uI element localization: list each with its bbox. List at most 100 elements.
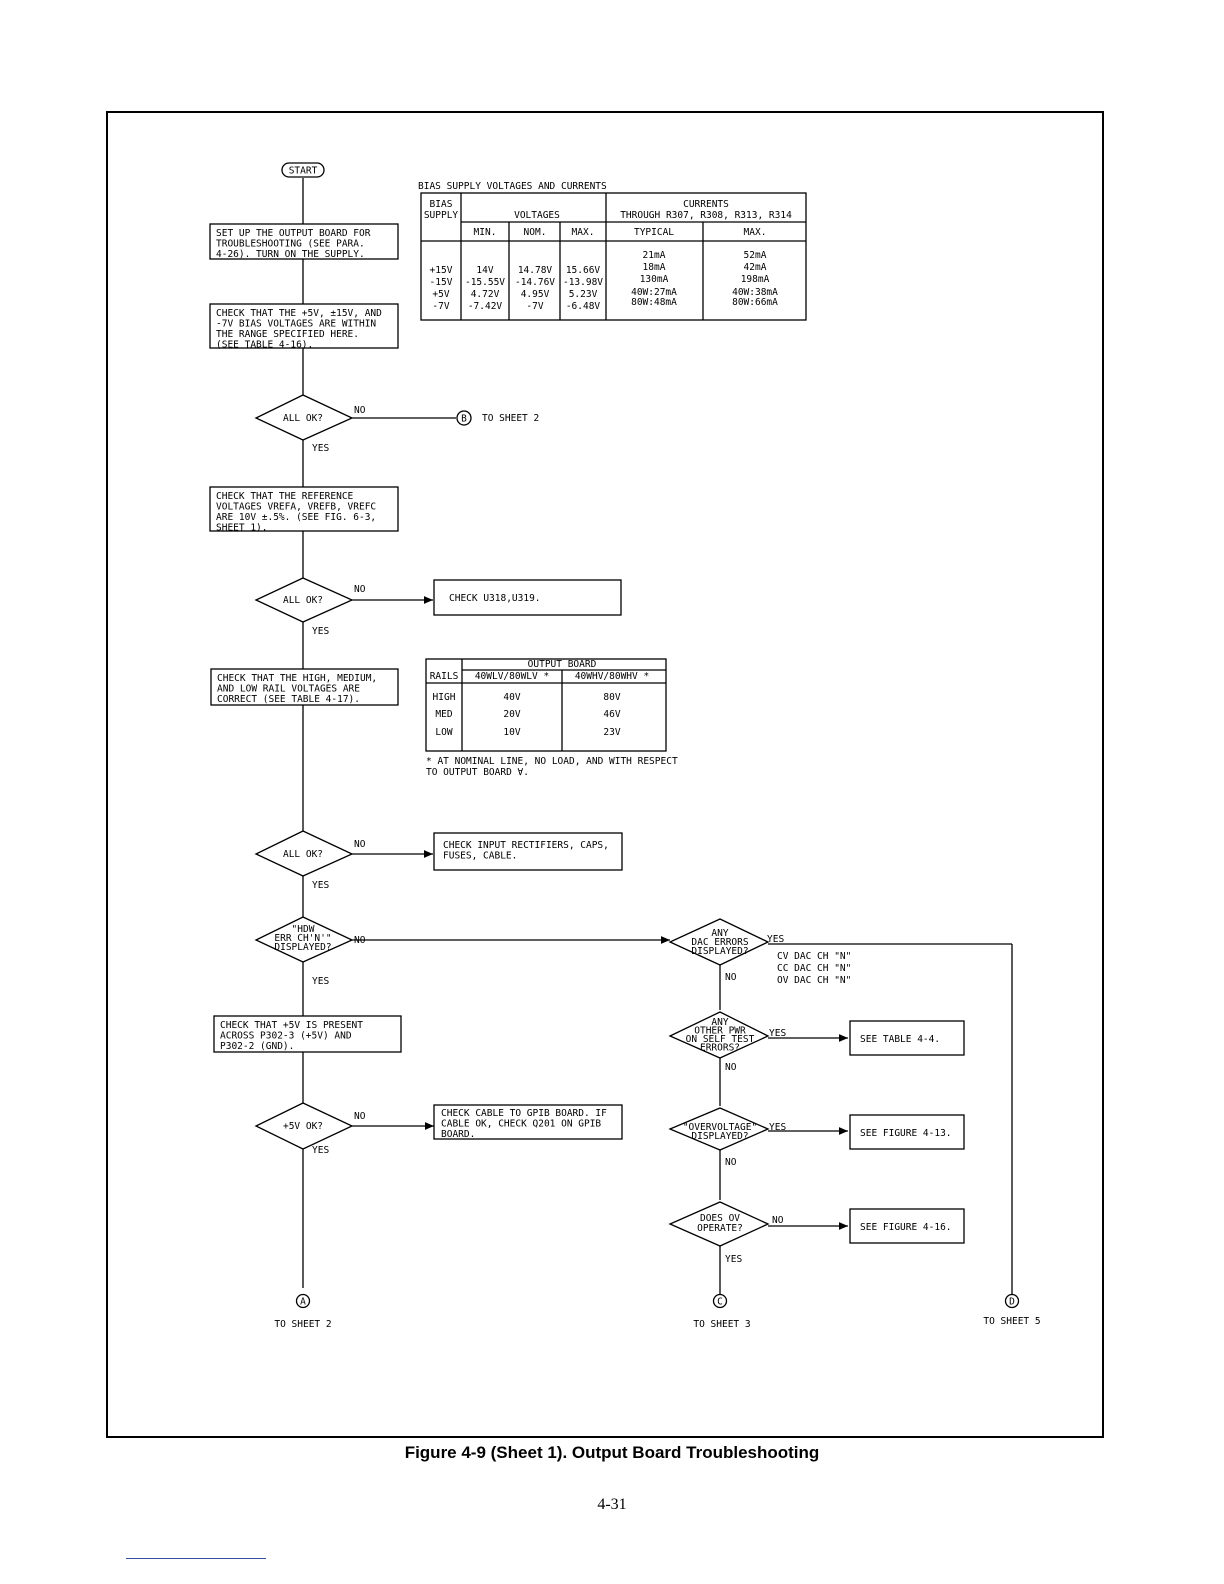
svg-text:BIAS SUPPLY VOLTAGES AND CURRE: BIAS SUPPLY VOLTAGES AND CURRENTS [418,181,607,192]
text-line: ARE 10V ±.5%. (SEE FIG. 6-3, [216,512,376,523]
text-line: CORRECT (SEE TABLE 4-17). [217,694,360,705]
text-line: CHECK THAT THE HIGH, MEDIUM, [217,673,377,684]
svg-text:B: B [461,414,467,425]
svg-text:18mA: 18mA [643,262,666,273]
see-figure-4-13-box: SEE FIGURE 4-13. [849,1114,965,1150]
svg-text:RAILS: RAILS [430,671,459,682]
start-terminal: START [281,162,325,178]
svg-text:40W:38mA: 40W:38mA [732,287,778,298]
svg-text:-7V: -7V [432,301,449,312]
svg-text:A: A [300,1297,306,1308]
decision-all-ok-3: ALL OK? [254,830,354,877]
svg-text:C: C [717,1297,723,1308]
connector-a: A TO SHEET 2 [274,1293,332,1330]
svg-text:23V: 23V [603,727,620,738]
text-line: "OVERVOLTAGE" [683,1122,757,1133]
text-line: P302-2 (GND). [220,1041,294,1052]
svg-text:ALL OK?: ALL OK? [283,413,323,424]
svg-text:80V: 80V [603,692,620,703]
svg-text:YES: YES [725,1254,742,1265]
rail-table-footnote: * AT NOMINAL LINE, NO LOAD, AND WITH RES… [426,756,678,778]
figure-caption: Figure 4-9 (Sheet 1). Output Board Troub… [404,1443,820,1462]
text-line: CV DAC CH "N" [777,951,851,962]
dac-error-list: CV DAC CH "N"CC DAC CH "N"OV DAC CH "N" [777,951,851,986]
step-check-bias-box: CHECK THAT THE +5V, ±15V, AND-7V BIAS VO… [209,303,399,351]
svg-text:52mA: 52mA [744,250,767,261]
svg-text:YES: YES [769,1122,786,1133]
svg-text:+15V: +15V [430,265,453,276]
text-line: ALL OK? [283,595,323,606]
svg-text:-6.48V: -6.48V [566,301,601,312]
svg-text:MIN.: MIN. [474,227,497,238]
svg-text:SEE TABLE 4-4.: SEE TABLE 4-4. [860,1034,940,1045]
text-line: OPERATE? [697,1223,743,1234]
svg-text:80W:48mA: 80W:48mA [631,297,677,308]
text-line: DOES OV [700,1213,740,1224]
text-line: CHECK THAT THE +5V, ±15V, AND [216,308,382,319]
svg-text:MAX.: MAX. [744,227,767,238]
svg-text:NO: NO [354,935,366,946]
step-check-rect-box: CHECK INPUT RECTIFIERS, CAPS,FUSES, CABL… [433,832,623,871]
svg-text:CV DAC CH "N"CC DAC CH "N"OV D: CV DAC CH "N"CC DAC CH "N"OV DAC CH "N" [777,951,851,986]
text-line: BOARD. [441,1129,475,1140]
svg-text:YES: YES [767,934,784,945]
text-line: AND LOW RAIL VOLTAGES ARE [217,684,360,695]
rail-voltage-table: OUTPUT BOARD RAILS 40WLV/80WLV * 40WHV/8… [425,658,678,778]
svg-text:+5V OK?: +5V OK? [283,1121,323,1132]
svg-text:-7.42V: -7.42V [468,301,503,312]
text-line: OTHER PWR [694,1026,746,1037]
branch-labels: NO YES NO YES NO YES NO YES NO YES YES N… [312,405,786,1265]
svg-text:5.23V: 5.23V [569,289,598,300]
svg-text:TO SHEET 3: TO SHEET 3 [693,1319,750,1330]
text-line: TROUBLESHOOTING (SEE PARA. [216,239,365,250]
text-line: DISPLAYED? [691,946,748,957]
text-line: SHEET 1). [216,523,267,534]
text-line: ALL OK? [283,849,323,860]
svg-text:40WLV/80WLV *: 40WLV/80WLV * [475,671,549,682]
svg-text:40WHV/80WHV *: 40WHV/80WHV * [575,671,649,682]
text-line: CC DAC CH "N" [777,963,851,974]
svg-text:40W:27mA: 40W:27mA [631,287,677,298]
svg-text:SEE FIGURE 4-13.: SEE FIGURE 4-13. [860,1128,952,1139]
text-line: TO OUTPUT BOARD ∀. [426,767,529,778]
svg-text:20V: 20V [503,709,520,720]
svg-text:ALL OK?: ALL OK? [283,595,323,606]
svg-text:4.72V: 4.72V [471,289,500,300]
step-check-bias-text: CHECK THAT THE +5V, ±15V, AND-7V BIAS VO… [216,308,382,351]
text-line: THROUGH R307, R308, R313, R314 [620,210,792,221]
svg-text:21mA: 21mA [643,250,666,261]
step-check-rect-text: CHECK INPUT RECTIFIERS, CAPS,FUSES, CABL… [443,840,609,862]
svg-text:NO: NO [354,584,366,595]
step-check-u318-text: CHECK U318,U319. [449,593,541,604]
text-line: CHECK INPUT RECTIFIERS, CAPS, [443,840,609,851]
text-line: +5V OK? [283,1121,323,1132]
svg-text:198mA: 198mA [741,274,770,285]
step-check-u318-box: CHECK U318,U319. [433,579,622,616]
svg-text:130mA: 130mA [640,274,669,285]
text-line: ACROSS P302-3 (+5V) AND [220,1031,352,1042]
text-line: VOLTAGES VREFA, VREFB, VREFC [216,502,376,513]
text-line: -7V BIAS VOLTAGES ARE WITHIN [216,319,376,330]
svg-text:MAX.: MAX. [572,227,595,238]
svg-text:TYPICAL: TYPICAL [634,227,674,238]
svg-text:D: D [1009,1297,1015,1308]
text-line: ERR CH'N'" [274,933,331,944]
decision-plus5v-ok: +5V OK? [254,1102,354,1150]
text-line: BIAS [430,199,453,210]
svg-text:-13.98V: -13.98V [563,277,603,288]
svg-text:START: START [289,166,318,177]
svg-text:-14.76V: -14.76V [515,277,555,288]
svg-text:4.95V: 4.95V [521,289,550,300]
text-line: "HDW [292,924,315,935]
flow-lines [302,178,1013,1294]
